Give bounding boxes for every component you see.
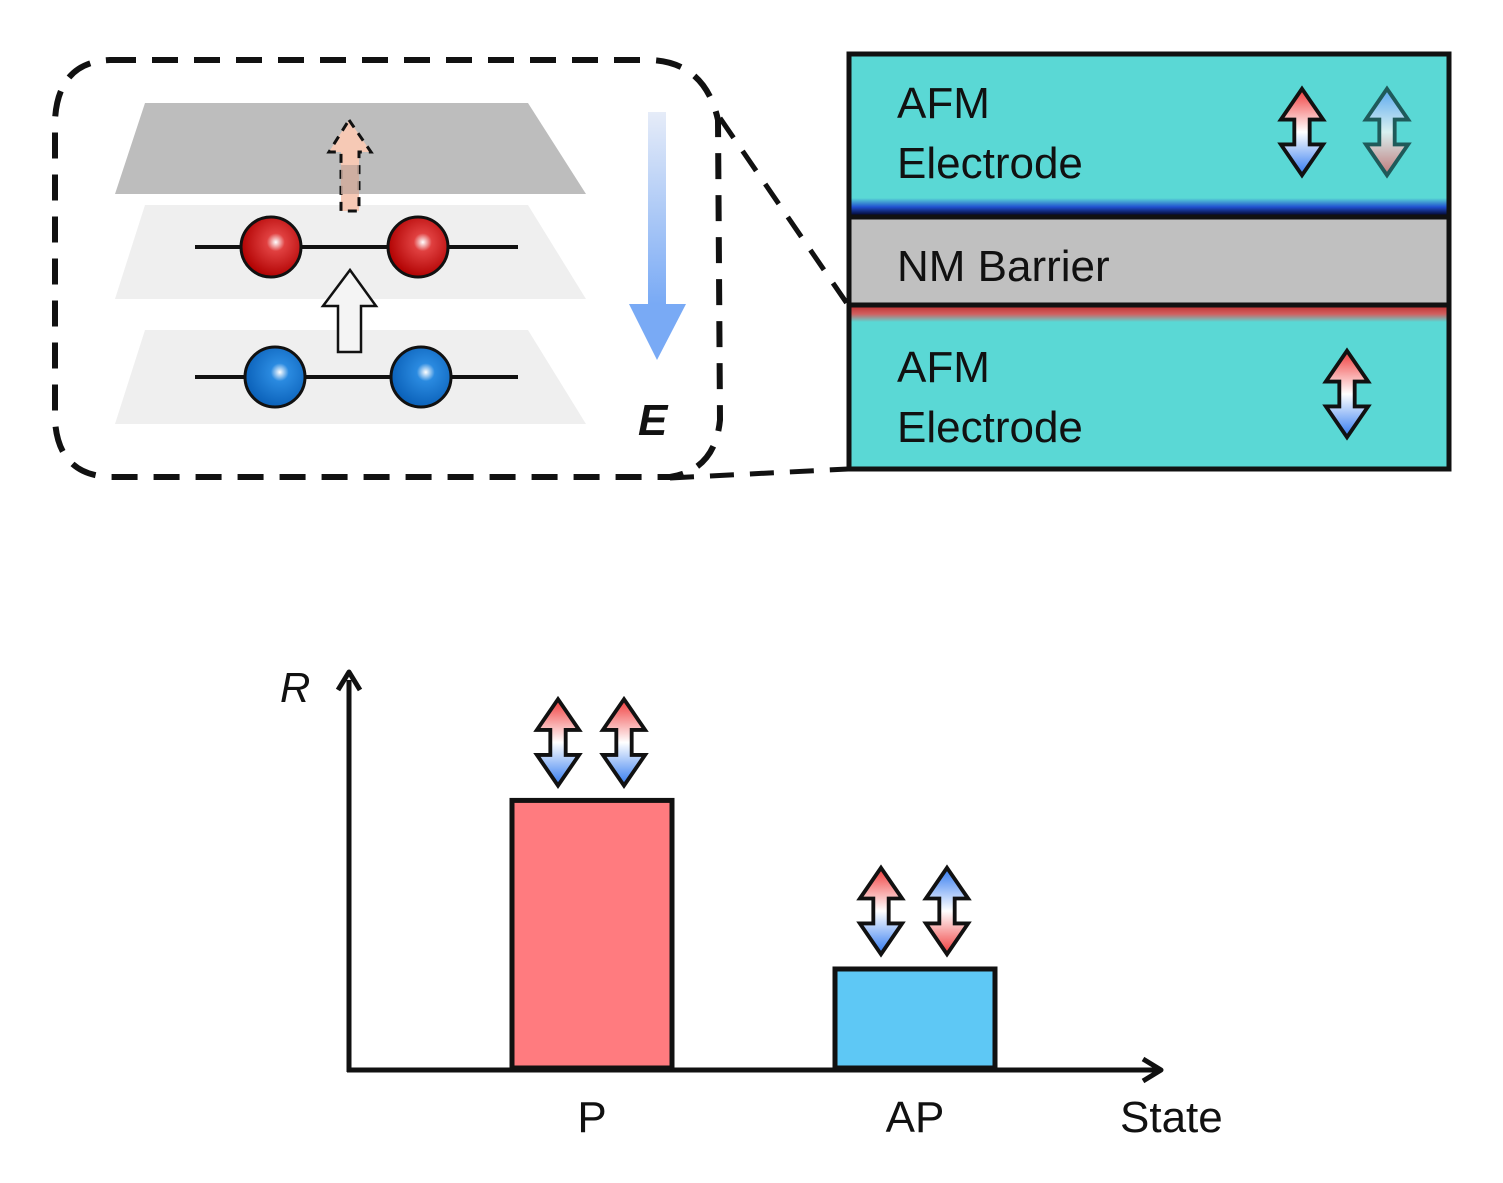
- x-axis-arrowhead: [1141, 1056, 1164, 1084]
- barrier-label: NM Barrier: [897, 242, 1110, 291]
- y-axis-arrowhead: [335, 669, 363, 692]
- x-axis-label: State: [1120, 1093, 1223, 1142]
- bottom-interface: [849, 306, 1449, 322]
- ghost-polarization-arrow-icon: [326, 117, 374, 213]
- bar-p: [509, 797, 675, 1071]
- field-label: E: [638, 396, 669, 445]
- y-axis-label: R: [280, 664, 310, 711]
- top-interface: [849, 198, 1449, 216]
- resistance-chart: R State P AP: [280, 664, 1223, 1142]
- spin-arrow-red-up-icon: [857, 865, 905, 957]
- red-atom: [386, 215, 450, 279]
- category-label-p: P: [577, 1093, 606, 1142]
- zoom-connector-top: [717, 116, 851, 307]
- red-atom: [239, 215, 303, 279]
- blue-atom: [389, 345, 453, 409]
- shift-up-arrow-icon: [320, 267, 379, 354]
- top-electrode-label-line2: Electrode: [897, 139, 1083, 188]
- blue-atom: [243, 345, 307, 409]
- inset-panel: E: [52, 57, 724, 480]
- stack-border: [846, 51, 1452, 472]
- bar-ap: [832, 966, 998, 1071]
- bottom-electrode-label-line1: AFM: [897, 343, 990, 392]
- middle-layer: [115, 205, 586, 299]
- spin-arrow-blue-up-icon: [923, 865, 971, 957]
- bottom-electrode-label-line2: Electrode: [897, 403, 1083, 452]
- category-label-ap: AP: [886, 1093, 945, 1142]
- spin-arrow-red-up-icon: [534, 697, 582, 788]
- top-electrode-label-line1: AFM: [897, 79, 990, 128]
- barrier-layer: [849, 218, 1449, 304]
- junction-stack: AFM Electrode NM Barrier AFM Electrode: [846, 51, 1452, 472]
- top-electrode-layer: [849, 54, 1449, 216]
- spin-arrow-red-up-icon: [600, 697, 648, 788]
- zoom-connector-bottom: [669, 466, 849, 481]
- electric-field-arrow-icon: [629, 112, 686, 360]
